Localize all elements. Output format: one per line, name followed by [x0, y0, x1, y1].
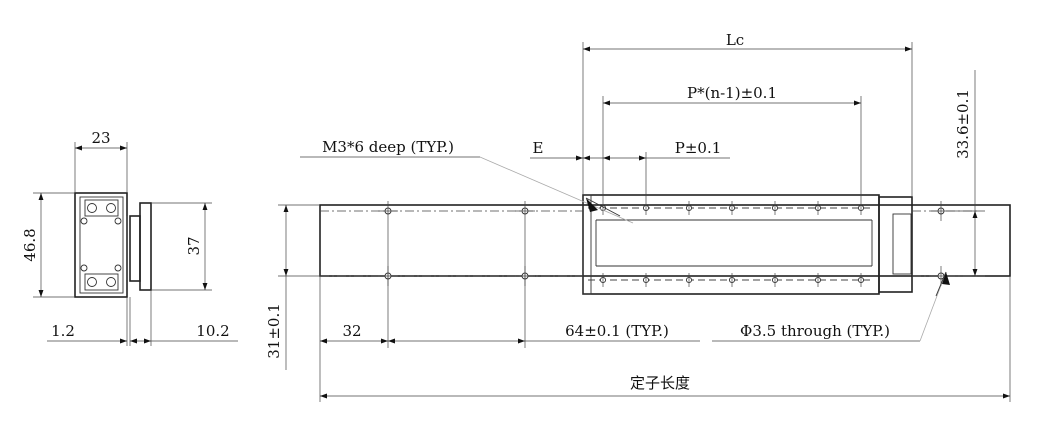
dim-hole-pitch: 64±0.1 (TYP.)	[565, 322, 669, 340]
dim-height-46-8: 46.8	[21, 228, 39, 261]
stator-outline	[319, 204, 1011, 277]
dim-e: E	[533, 139, 544, 157]
end-block-outline	[878, 196, 913, 293]
end-block-inner	[892, 213, 912, 275]
dim-lc: Lc	[726, 31, 744, 49]
screw-head-icon	[106, 203, 116, 213]
bottom-screw-plate	[84, 273, 119, 291]
label-tapped-holes: M3*6 deep (TYP.)	[322, 138, 454, 156]
dim-stator-length: 定子长度	[630, 374, 690, 392]
dim-width-23: 23	[91, 129, 110, 147]
mover-end-cap	[582, 194, 592, 295]
dim-p-n-minus-1: P*(n-1)±0.1	[687, 84, 777, 102]
screw-head-icon	[114, 264, 122, 272]
dim-plate-height-37: 37	[185, 236, 203, 255]
top-view: Lc P*(n-1)±0.1 E P±0.1 M3*6 deep (TYP.) …	[265, 31, 1011, 402]
screw-head-icon	[87, 203, 97, 213]
mover-block-inner	[79, 196, 124, 294]
stator-holes	[378, 201, 951, 286]
dim-right-gap-10-2: 10.2	[196, 322, 229, 340]
dim-32: 32	[342, 322, 361, 340]
dim-hole-span: 33.6±0.1	[954, 89, 972, 159]
stator-plate-edge	[129, 215, 141, 282]
top-screw-plate	[84, 199, 119, 217]
side-view: 23 46.8 37 1.2 10.2	[21, 129, 238, 346]
screw-head-icon	[87, 277, 97, 287]
mover-holes	[599, 201, 865, 287]
screw-head-icon	[80, 264, 88, 272]
dim-stator-width: 31±0.1	[265, 303, 283, 359]
stator-plate	[139, 202, 152, 291]
screw-head-icon	[106, 277, 116, 287]
mover-block-outline	[74, 192, 128, 298]
dim-p: P±0.1	[675, 139, 722, 157]
screw-head-icon	[114, 217, 122, 225]
label-through-holes: Φ3.5 through (TYP.)	[740, 322, 890, 340]
screw-head-icon	[80, 217, 88, 225]
dim-left-gap-1-2: 1.2	[51, 322, 75, 340]
